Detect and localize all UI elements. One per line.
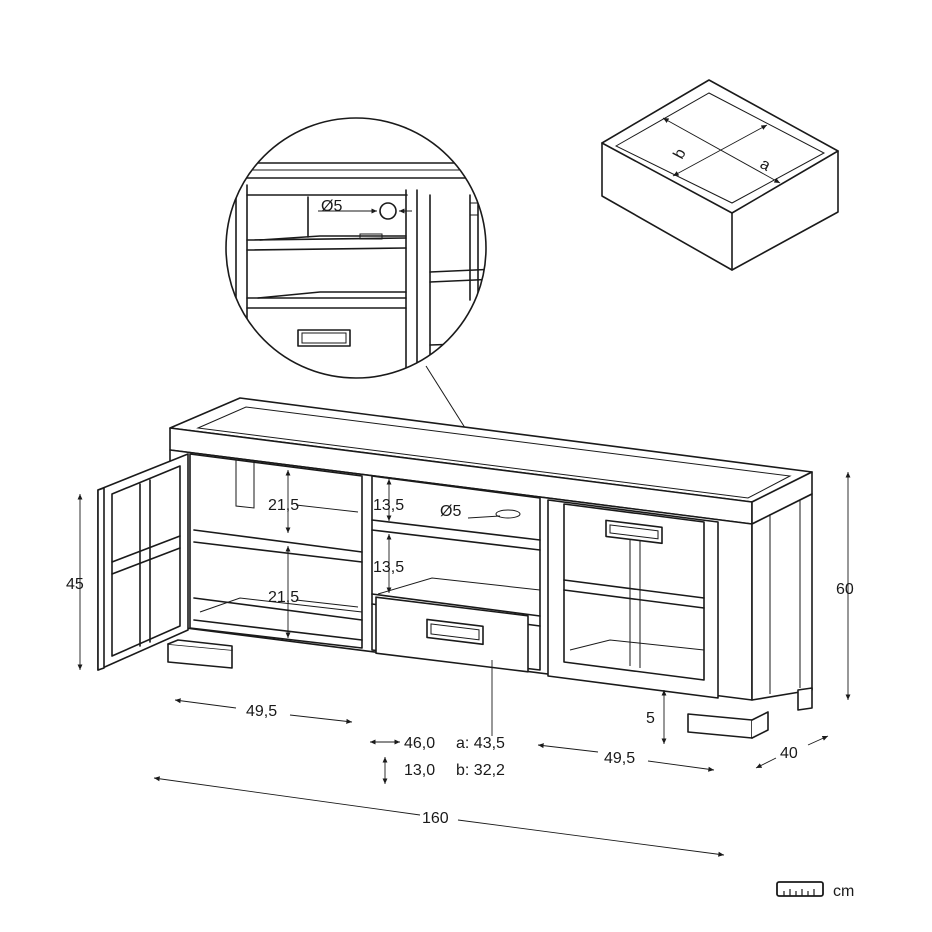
dim-drawer-a: a: 43,5: [456, 735, 505, 752]
dimensions: 21,5 21,5 13,5 13,5 Ø5 45 60 5 49,5 49,5…: [66, 470, 854, 857]
dim-shelf-lower: 21,5: [268, 589, 299, 606]
dim-mid-lower: 13,5: [373, 559, 404, 576]
dim-shelf-upper: 21,5: [268, 497, 299, 514]
dim-door-height: 45: [66, 576, 84, 593]
dim-total-width: 160: [422, 810, 449, 827]
dim-drawer-width: 46,0: [404, 735, 435, 752]
dim-drawer-b: b: 32,2: [456, 762, 505, 779]
dim-depth: 40: [780, 745, 798, 762]
drawer-box-inset: a b: [601, 79, 839, 271]
ruler-icon: [776, 881, 824, 897]
dim-mid-upper: 13,5: [373, 497, 404, 514]
dim-leg-height: 5: [646, 710, 655, 727]
unit-label: cm: [833, 883, 854, 900]
dim-left-width: 49,5: [246, 703, 277, 720]
detail-hole-label: Ø5: [321, 198, 342, 215]
dim-total-height: 60: [836, 581, 854, 598]
tv-cabinet: [97, 397, 813, 739]
dim-right-width: 49,5: [604, 750, 635, 767]
dim-hole: Ø5: [440, 503, 461, 520]
unit-legend: cm: [776, 881, 854, 900]
dim-drawer-height: 13,0: [404, 762, 435, 779]
